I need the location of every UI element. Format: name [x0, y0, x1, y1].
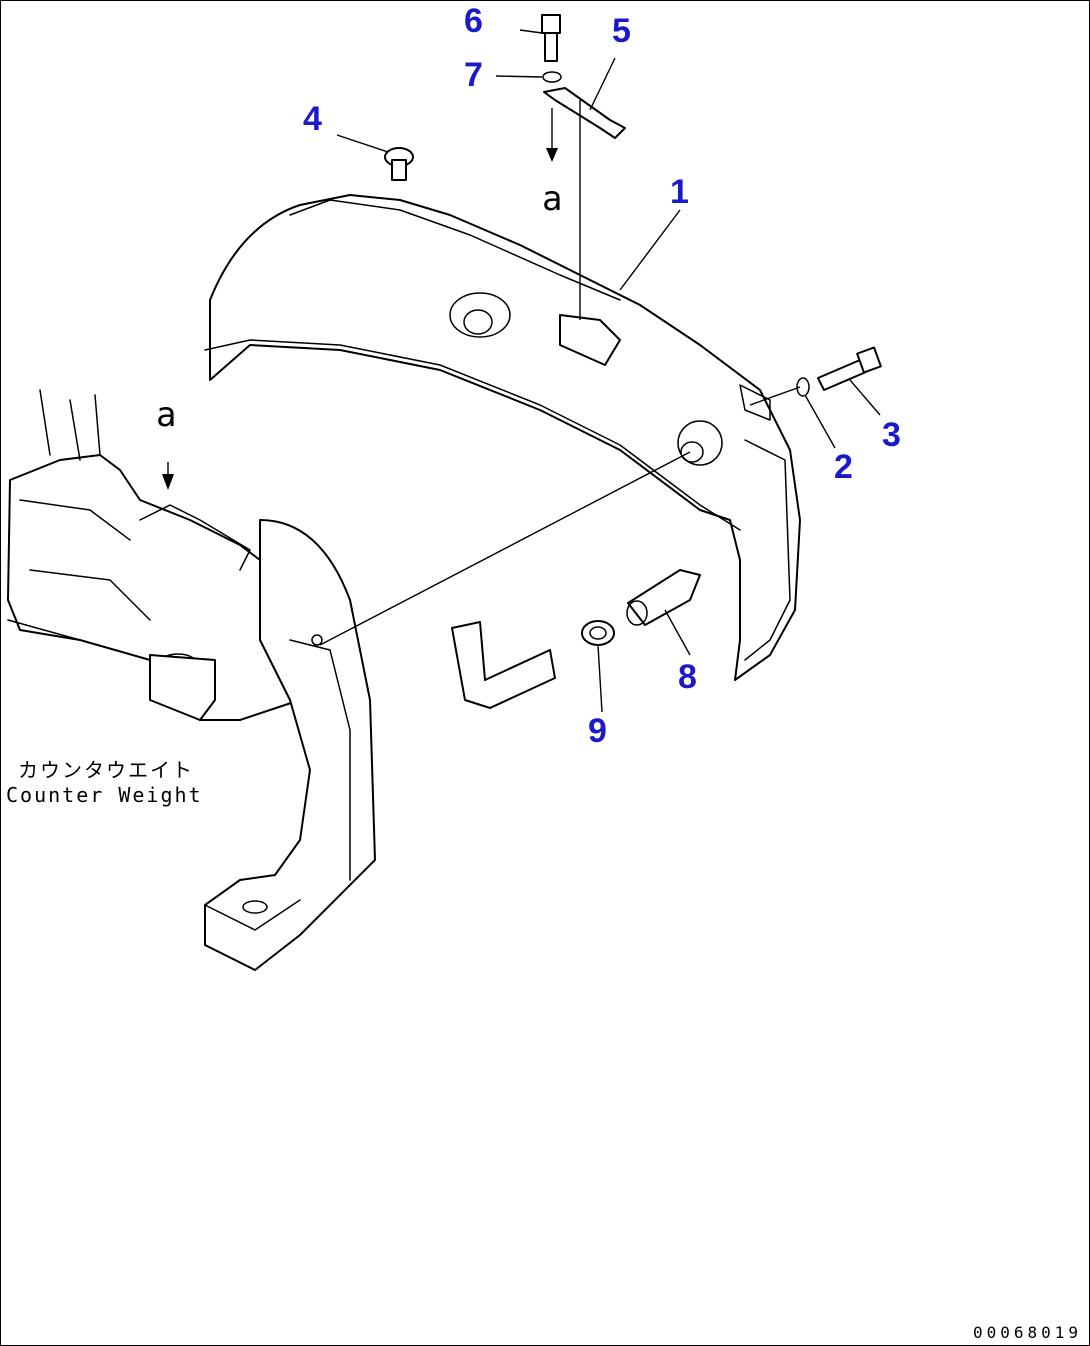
- caption-english: Counter Weight: [6, 783, 203, 807]
- callout-8: 8: [678, 658, 697, 696]
- washer-part-7: [542, 71, 562, 83]
- view-arrow-lower: [162, 462, 174, 490]
- callout-4: 4: [303, 100, 322, 138]
- bolt-part-3: [817, 346, 882, 391]
- caption-japanese: カウンタウエイト: [18, 758, 194, 782]
- callout-2: 2: [834, 448, 853, 486]
- view-mark-upper: a: [542, 179, 563, 219]
- leader-lines: [319, 29, 881, 713]
- view-mark-lower: a: [156, 395, 177, 435]
- clamp-part-9: [581, 620, 615, 646]
- callout-3: 3: [882, 416, 901, 454]
- view-arrow-upper: [546, 108, 558, 162]
- callout-9: 9: [588, 712, 607, 750]
- callout-5: 5: [612, 12, 631, 50]
- bracket-part-5: [543, 87, 626, 139]
- counterweight-frame: [7, 389, 376, 971]
- washer-part-2: [796, 377, 810, 397]
- bolt-part-6: [541, 14, 561, 62]
- counterweight-caption: カウンタウエイト Counter Weight: [6, 758, 203, 808]
- callout-7: 7: [464, 56, 483, 94]
- drawing-number: 00068019: [972, 1323, 1082, 1342]
- pipe-part-8: [626, 569, 701, 626]
- cap-part-4: [384, 147, 414, 181]
- callout-1: 1: [670, 173, 689, 211]
- hose-part: [451, 621, 556, 709]
- callout-6: 6: [464, 2, 483, 40]
